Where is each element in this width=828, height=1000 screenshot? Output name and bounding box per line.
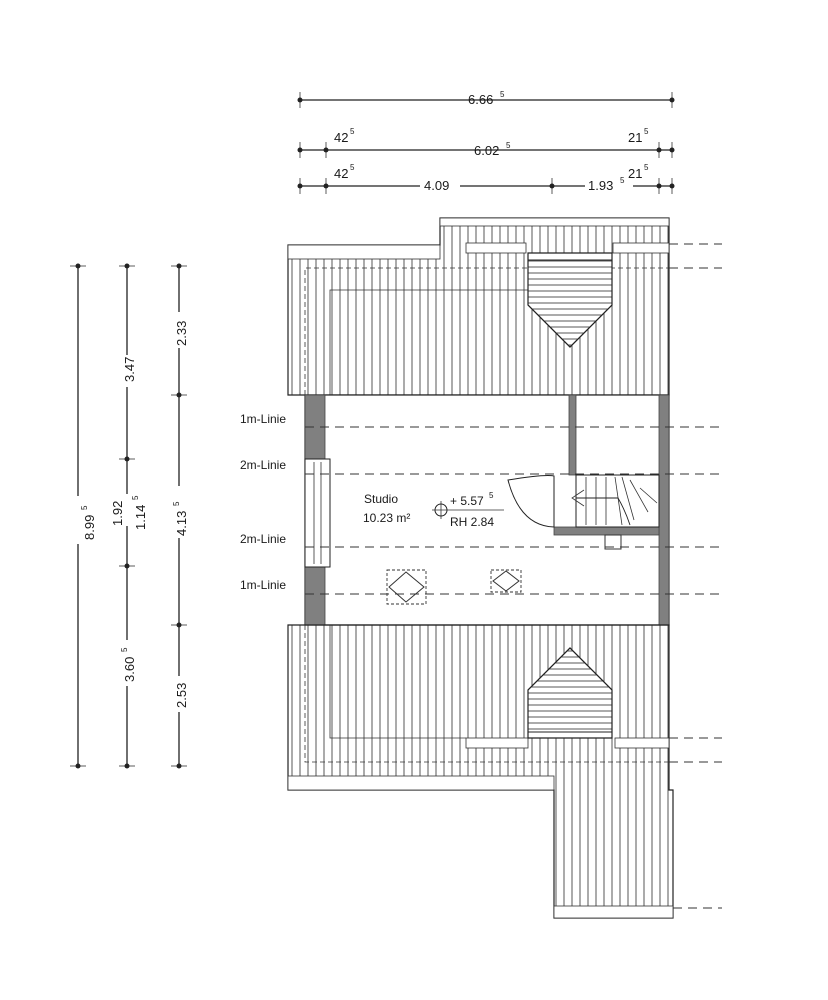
height-line-2m-upper: 2m-Linie <box>240 458 286 472</box>
svg-text:5: 5 <box>350 127 355 136</box>
dim-right-overhang: 21 <box>628 130 642 145</box>
top-dimension-row2: 42 5 6.02 5 21 5 <box>297 127 675 158</box>
upper-dormer <box>527 252 613 348</box>
skylight-right <box>490 569 522 593</box>
height-line-2m-lower: 2m-Linie <box>240 532 286 546</box>
dim-upper-roof-depth: 3.47 <box>122 357 137 382</box>
svg-text:5: 5 <box>500 90 505 99</box>
svg-text:5: 5 <box>120 647 129 652</box>
dim-lower-roof: 2.53 <box>174 683 189 708</box>
level-marker-icon <box>432 501 504 519</box>
svg-text:5: 5 <box>644 127 649 136</box>
svg-text:5: 5 <box>80 505 89 510</box>
dim-studio-depth: 4.13 <box>174 511 189 536</box>
dim-upper-roof: 2.33 <box>174 321 189 346</box>
height-line-1m-lower: 1m-Linie <box>240 578 286 592</box>
dim-window-height: 1.14 <box>133 505 148 530</box>
lower-roof <box>287 624 674 919</box>
height-lines <box>305 243 722 909</box>
upper-roof <box>287 217 670 396</box>
svg-text:5: 5 <box>489 491 494 500</box>
dim-lower-roof-depth: 3.60 <box>122 657 137 682</box>
room-height: RH 2.84 <box>450 515 494 529</box>
window <box>304 458 331 568</box>
height-line-1m-upper: 1m-Linie <box>240 412 286 426</box>
top-dimension-row3: 42 5 4.09 1.93 5 21 5 <box>297 163 675 194</box>
lower-dormer <box>527 647 613 739</box>
svg-text:5: 5 <box>620 176 625 185</box>
left-dimension-col3: 2.33 4.13 5 2.53 <box>171 263 189 769</box>
top-dimension-total: 6.66 5 <box>297 90 675 108</box>
svg-text:5: 5 <box>506 141 511 150</box>
dim-total-depth: 8.99 <box>82 515 97 540</box>
dim-stair-width: 1.93 <box>588 178 613 193</box>
room-name: Studio <box>364 492 398 506</box>
skylight-left <box>386 569 427 605</box>
dim-left-overhang: 42 <box>334 130 348 145</box>
room-area: 10.23 m² <box>363 511 410 525</box>
svg-text:5: 5 <box>172 501 181 506</box>
svg-text:5: 5 <box>131 495 140 500</box>
staircase <box>507 474 660 528</box>
left-dimension-col1: 8.99 5 <box>70 263 97 769</box>
left-dimension-col2: 3.47 1.92 1.14 5 3.60 5 <box>110 263 148 769</box>
floor-level: + 5.57 <box>450 494 484 508</box>
dim-window-zone: 1.92 <box>110 501 125 526</box>
dim-inner-width: 6.02 <box>474 143 499 158</box>
studio-room: Studio 10.23 m² + 5.57 5 RH 2.84 <box>304 394 670 626</box>
dim-right-overhang-2: 21 <box>628 166 642 181</box>
svg-text:5: 5 <box>644 163 649 172</box>
dim-studio-width: 4.09 <box>424 178 449 193</box>
dim-total-width: 6.66 <box>468 92 493 107</box>
svg-text:5: 5 <box>350 163 355 172</box>
dim-left-overhang-2: 42 <box>334 166 348 181</box>
